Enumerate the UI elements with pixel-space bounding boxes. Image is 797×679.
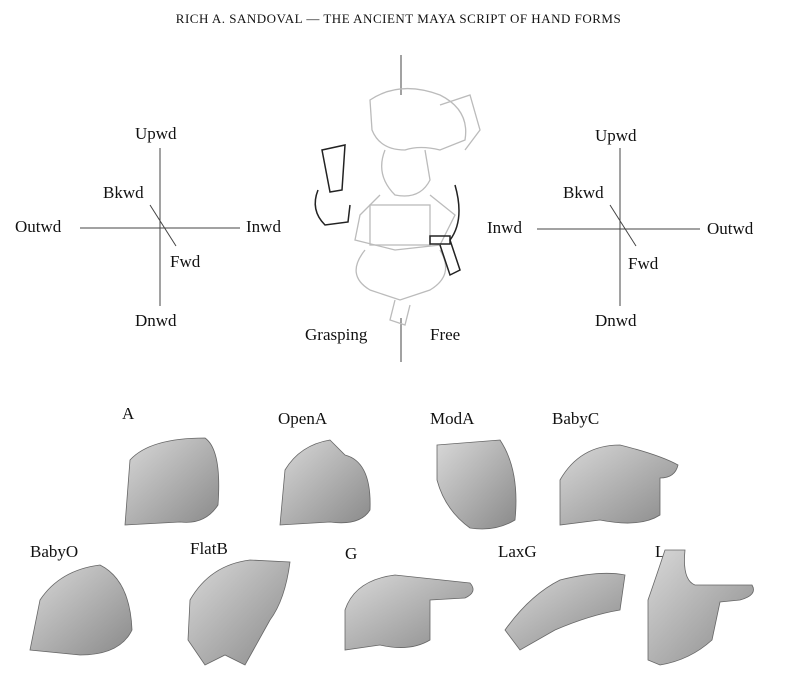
left-downward-label: Dnwd [135,311,177,330]
hand-photo-g [344,574,474,651]
maya-figure-drawing [354,87,481,326]
hand-label-babyo: BabyO [30,542,79,561]
hand-label-laxg: LaxG [498,542,537,561]
hand-label-g: G [345,544,358,563]
hand-photo-opena [279,439,371,526]
right-forward-label: Fwd [628,254,659,273]
hand-label-l: L [655,542,666,561]
right-outward-label: Outwd [707,219,754,238]
left-forward-label: Fwd [170,252,201,271]
hand-label-moda: ModA [430,409,475,428]
left-outward-label: Outwd [15,217,62,236]
left-inward-label: Inwd [246,217,281,236]
hand-label-babyc: BabyC [552,409,600,428]
hand-photo-l [647,549,754,666]
left-diagonal-axis [149,204,177,247]
right-backward-label: Bkwd [563,183,604,202]
maya-figure-hands [314,144,461,277]
hand-photo-a [124,437,220,526]
hand-photo-laxg [504,572,626,651]
free-label: Free [430,325,461,344]
hand-label-a: A [122,404,135,423]
hand-label-opena: OpenA [278,409,328,428]
right-downward-label: Dnwd [595,311,637,330]
right-diagonal-axis [609,204,637,247]
hand-photo-flatb [187,559,291,666]
hand-photo-babyc [559,444,679,526]
hand-label-flatb: FlatB [190,539,228,558]
hand-photo-moda [436,439,517,530]
grasping-label: Grasping [305,325,368,344]
left-backward-label: Bkwd [103,183,144,202]
running-header: RICH A. SANDOVAL — THE ANCIENT MAYA SCRI… [175,11,622,26]
left-upward-label: Upwd [135,124,177,143]
right-upward-label: Upwd [595,126,637,145]
hand-photo-babyo [29,564,133,656]
right-inward-label: Inwd [487,218,522,237]
